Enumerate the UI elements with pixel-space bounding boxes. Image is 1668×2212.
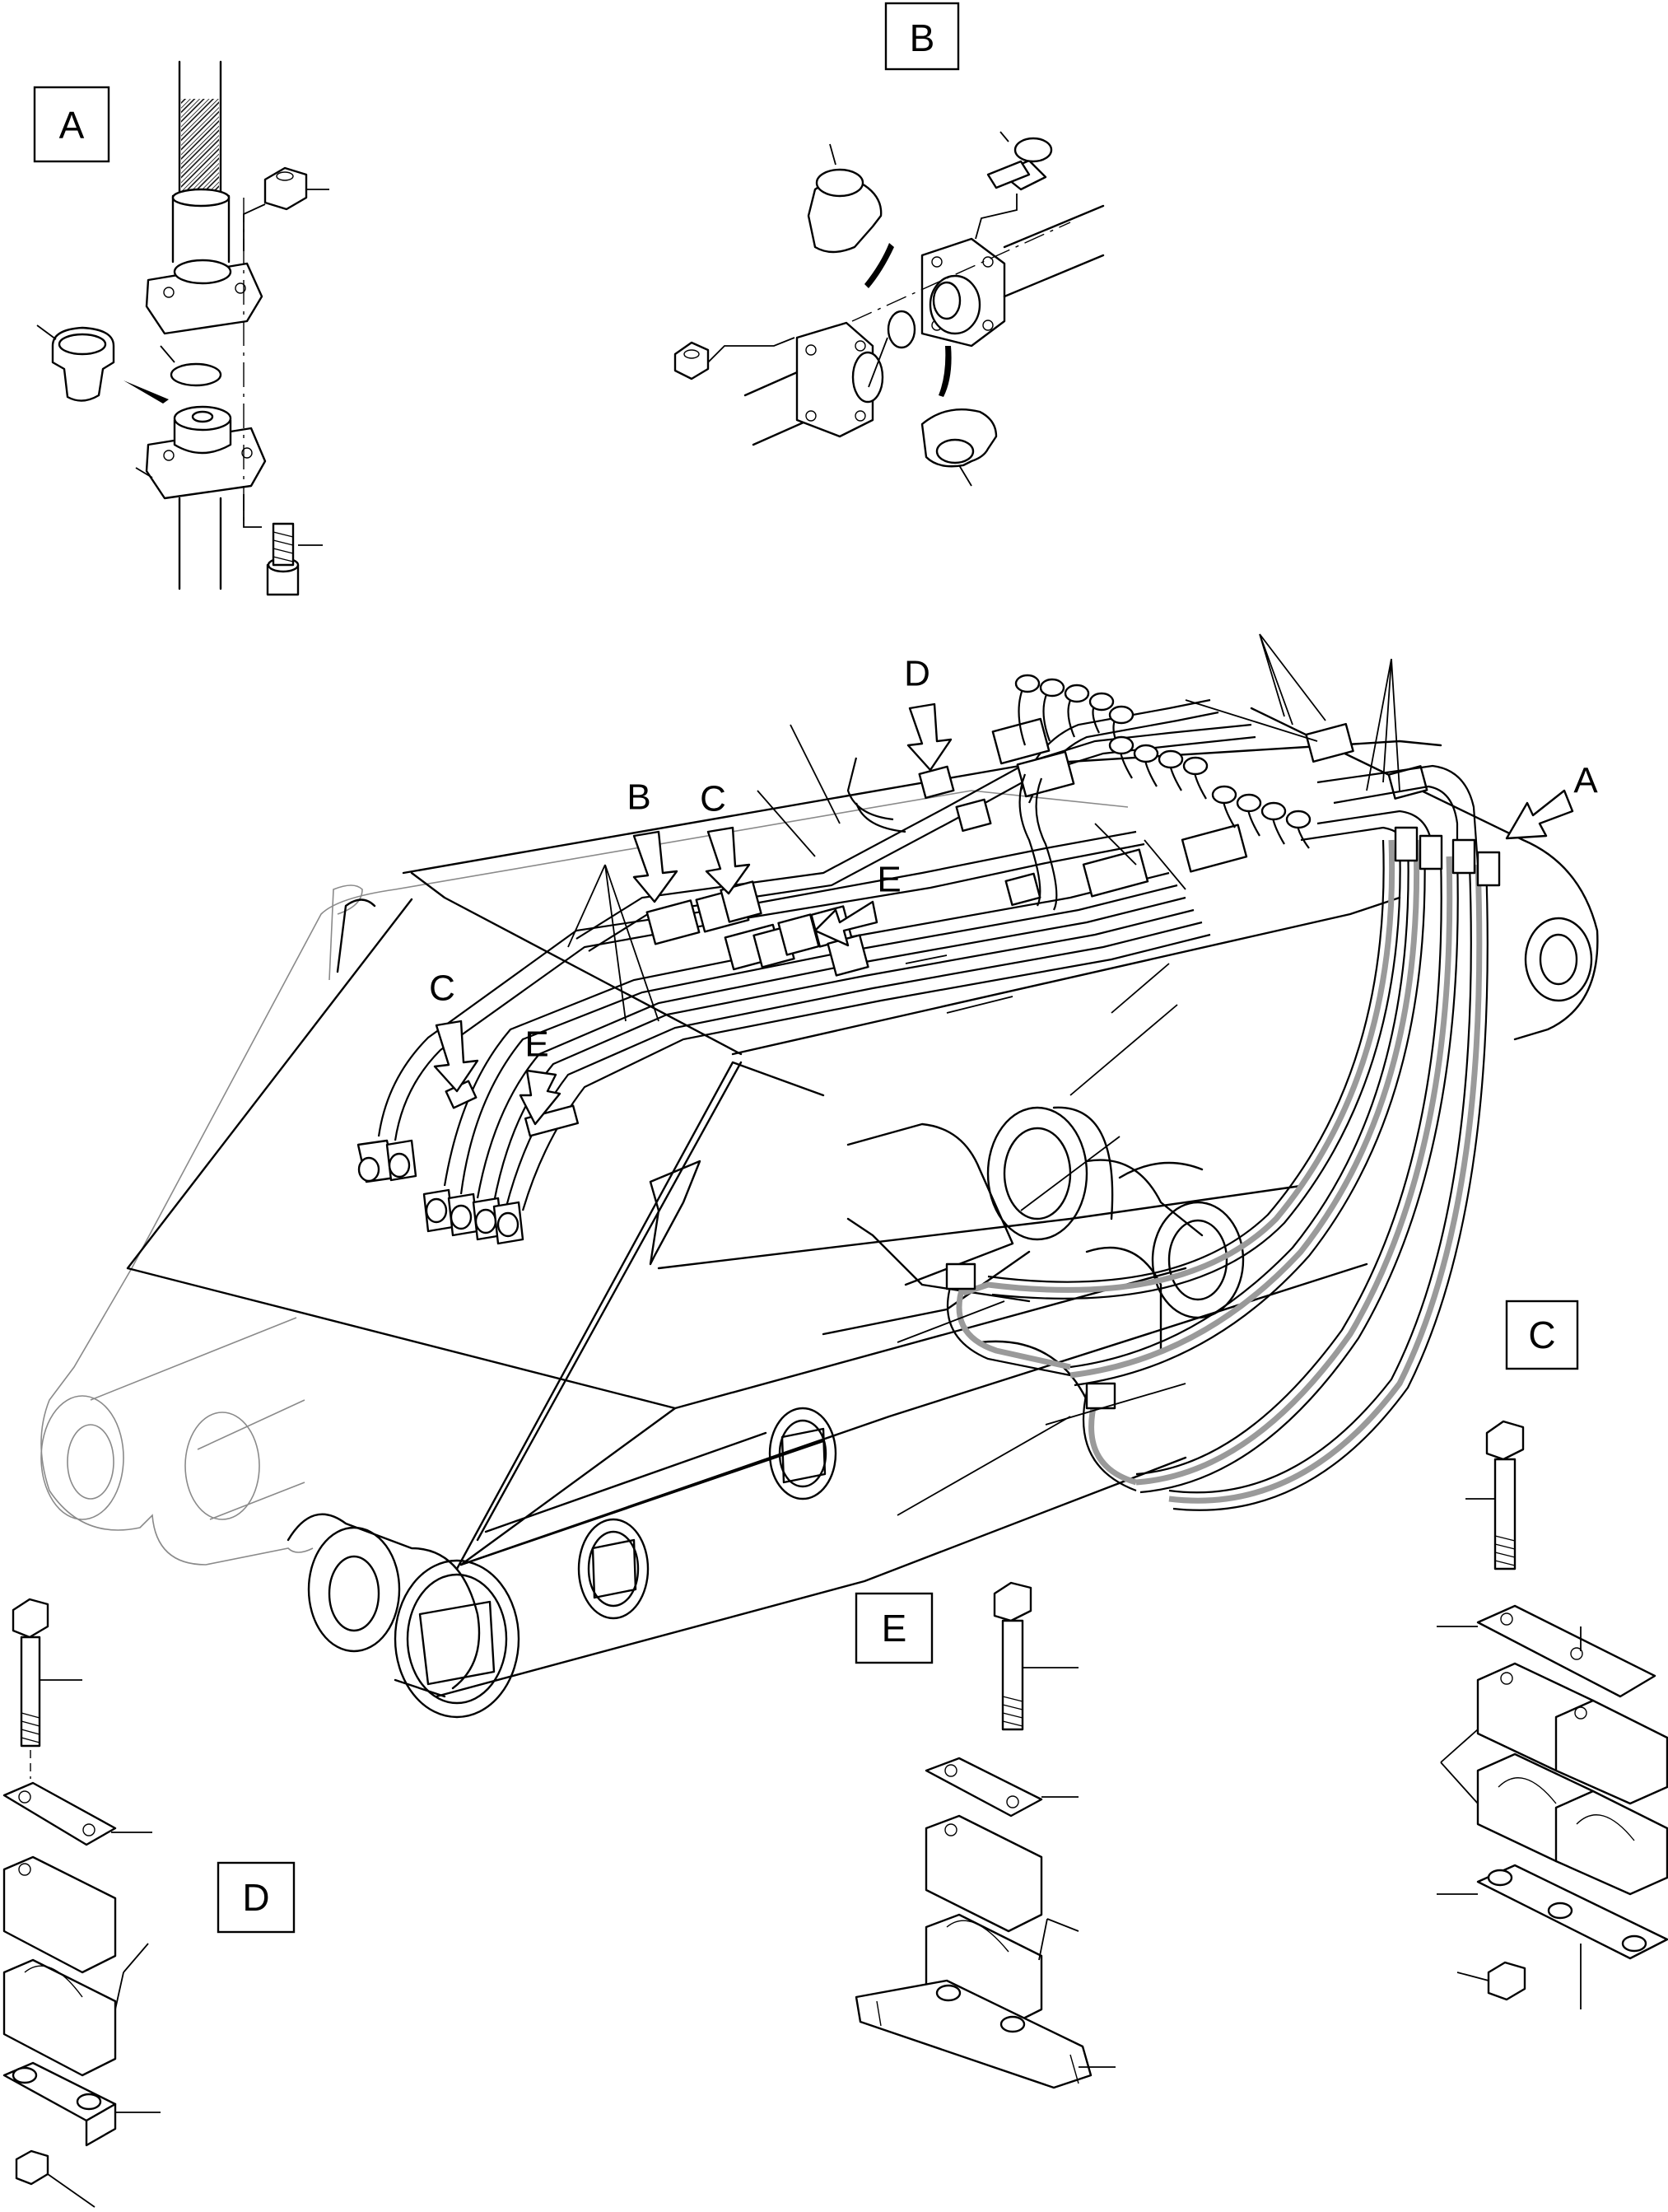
detail-b-tube-right [1003, 204, 1105, 298]
detail-e-label: E [882, 1607, 907, 1650]
detail-c-bolt-head [1485, 1420, 1525, 1461]
callout-arrow-d-shape [906, 702, 953, 772]
detail-c-double-clamp: C [1437, 1300, 1668, 2009]
pipe-end-flanges-left [356, 1139, 524, 1245]
pipe-5 [575, 723, 1252, 940]
detail-d-lower-clamp [2, 1958, 117, 2077]
hose-large-1 [962, 839, 1395, 1296]
main-view-leader-lines [567, 633, 1400, 1516]
callout-arrow-b-shape [632, 830, 678, 903]
callout-arrow-e-lower-shape [519, 1069, 561, 1126]
callout-arrow-d: D [904, 654, 953, 772]
detail-c-frame [1505, 1300, 1579, 1370]
hose-large-4 [1168, 864, 1483, 1504]
boom-hose-bracket [649, 1160, 701, 1266]
detail-b-o-ring [887, 310, 916, 349]
boom-side-plate [126, 898, 677, 1566]
boom-foot-pin-left [40, 1395, 124, 1520]
hose-clamp-lower-2 [1085, 1382, 1116, 1410]
detail-b-plug-arrow-lower [939, 346, 952, 397]
callout-arrow-c-lower-label: C [429, 968, 455, 1009]
detail-b-nut [673, 341, 710, 380]
detail-b-label: B [910, 16, 935, 59]
callout-arrow-a-label: A [1573, 761, 1598, 801]
boom-head-pin [1524, 917, 1593, 1002]
callout-arrow-a: A [1505, 761, 1598, 840]
bent-hose-ends-top [1014, 674, 1312, 849]
callout-arrow-d-label: D [904, 654, 930, 694]
detail-c-upper-clamp-right [1554, 1699, 1668, 1805]
detail-e-clamp-on-rail: E [855, 1581, 1116, 2089]
callout-arrow-e-upper-shape [813, 900, 878, 947]
detail-e-bolt-head [993, 1581, 1032, 1622]
boom-foot-lug [287, 1513, 481, 1690]
detail-a-nut [263, 166, 308, 211]
detail-b-plug-arrow-upper [864, 243, 894, 288]
boom-hydraulic-lines [356, 674, 1501, 1511]
boom-foot-bore-right [394, 1559, 520, 1719]
detail-d-bolt-shank [20, 1636, 41, 1748]
detail-d-frame [217, 1861, 296, 1934]
detail-a-hose-fitting [171, 194, 231, 264]
callout-arrow-e-upper: E [813, 860, 902, 947]
detail-a-plug-arrow [123, 380, 169, 404]
detail-c-lower-clamp-right [1554, 1790, 1668, 1896]
boom-assembly [40, 707, 1599, 1719]
hose-large-3 [1135, 856, 1453, 1486]
boom-mid-bore [986, 1106, 1088, 1241]
pipe-2 [443, 871, 1170, 1187]
detail-e-upper-clamp [925, 1814, 1043, 1933]
detail-c-bolt-shank [1493, 1458, 1517, 1570]
boom-foot-bore-left [307, 1526, 401, 1653]
boom-arm-cyl-bore [1151, 1201, 1245, 1319]
callout-arrow-b-label: B [627, 777, 650, 818]
detail-a-hose-upper [178, 60, 222, 199]
callout-arrow-c-lower: C [429, 968, 479, 1093]
boom-cylinder-pin-lower [577, 1518, 650, 1620]
detail-a-tube-lower [178, 497, 222, 590]
callout-arrow-a-shape [1505, 789, 1574, 840]
detail-a-label: A [59, 104, 85, 147]
detail-d-nut [15, 2149, 49, 2186]
callout-arrow-e-lower-label: E [524, 1024, 548, 1065]
boom-head-outline [1250, 707, 1599, 1041]
callout-arrow-e-upper-label: E [877, 860, 901, 900]
callout-arrow-c-lower-shape [433, 1020, 479, 1093]
boom-foot-pin-right [184, 1412, 260, 1520]
detail-a-o-ring [170, 362, 222, 387]
detail-e-mounting-rail [855, 1979, 1093, 2089]
detail-a-frame [33, 86, 110, 163]
detail-d-single-clamp: D [2, 1598, 296, 2208]
callout-arrow-c-upper-label: C [700, 779, 726, 819]
boom-cylinder-pin-upper [768, 1407, 837, 1500]
boom-bottom-edge [435, 1456, 1187, 1698]
pipe-3 [476, 896, 1186, 1199]
detail-e-bolt-shank [1001, 1619, 1024, 1731]
pipe-clamps [445, 717, 1428, 1137]
detail-b-frame [884, 2, 960, 71]
detail-e-frame [855, 1592, 934, 1664]
detail-c-top-plate [1476, 1604, 1656, 1698]
callout-arrow-c-upper-shape [705, 826, 751, 895]
hose-clamp-lower-1 [945, 1262, 976, 1290]
hose-large-2 [1069, 839, 1420, 1379]
detail-b-split-flange: B [673, 2, 1105, 487]
detail-e-top-plate [925, 1757, 1043, 1818]
detail-a-bolt-shank [272, 522, 295, 567]
detail-d-upper-clamp [2, 1855, 117, 1974]
callout-arrow-c-upper: C [700, 779, 751, 895]
detail-d-top-plate [2, 1781, 117, 1846]
boom-mid-lug [846, 1122, 1014, 1286]
detail-d-label: D [242, 1876, 269, 1919]
callout-arrow-b: B [627, 777, 678, 903]
detail-a-upper-flange [145, 262, 263, 335]
detail-a-hose-braid [181, 99, 219, 198]
detail-a-flange-connection: A [33, 60, 329, 596]
detail-c-nut [1487, 1961, 1526, 2001]
detail-c-label: C [1528, 1314, 1555, 1356]
detail-d-bolt-head [12, 1598, 49, 1639]
callout-arrow-e-lower: E [519, 1024, 561, 1126]
